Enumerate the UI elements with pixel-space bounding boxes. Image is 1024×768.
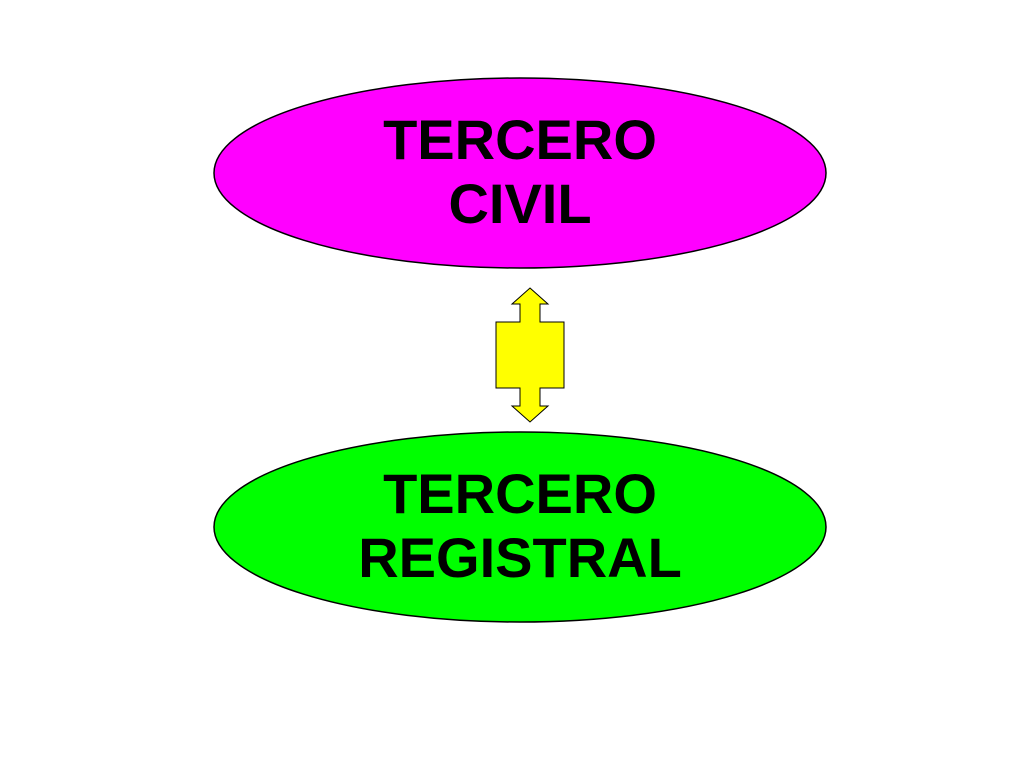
tercero-registral-line1: TERCERO (383, 462, 657, 525)
tercero-civil-line2: CIVIL (448, 172, 592, 235)
tercero-civil-line1: TERCERO (383, 108, 657, 171)
tercero-civil-label: TERCERO CIVIL (213, 108, 827, 236)
double-arrow-connector (495, 287, 565, 423)
tercero-registral-node (213, 431, 827, 623)
tercero-registral-line2: REGISTRAL (358, 526, 682, 589)
tercero-civil-node (213, 77, 827, 269)
tercero-registral-label: TERCERO REGISTRAL (213, 462, 827, 590)
